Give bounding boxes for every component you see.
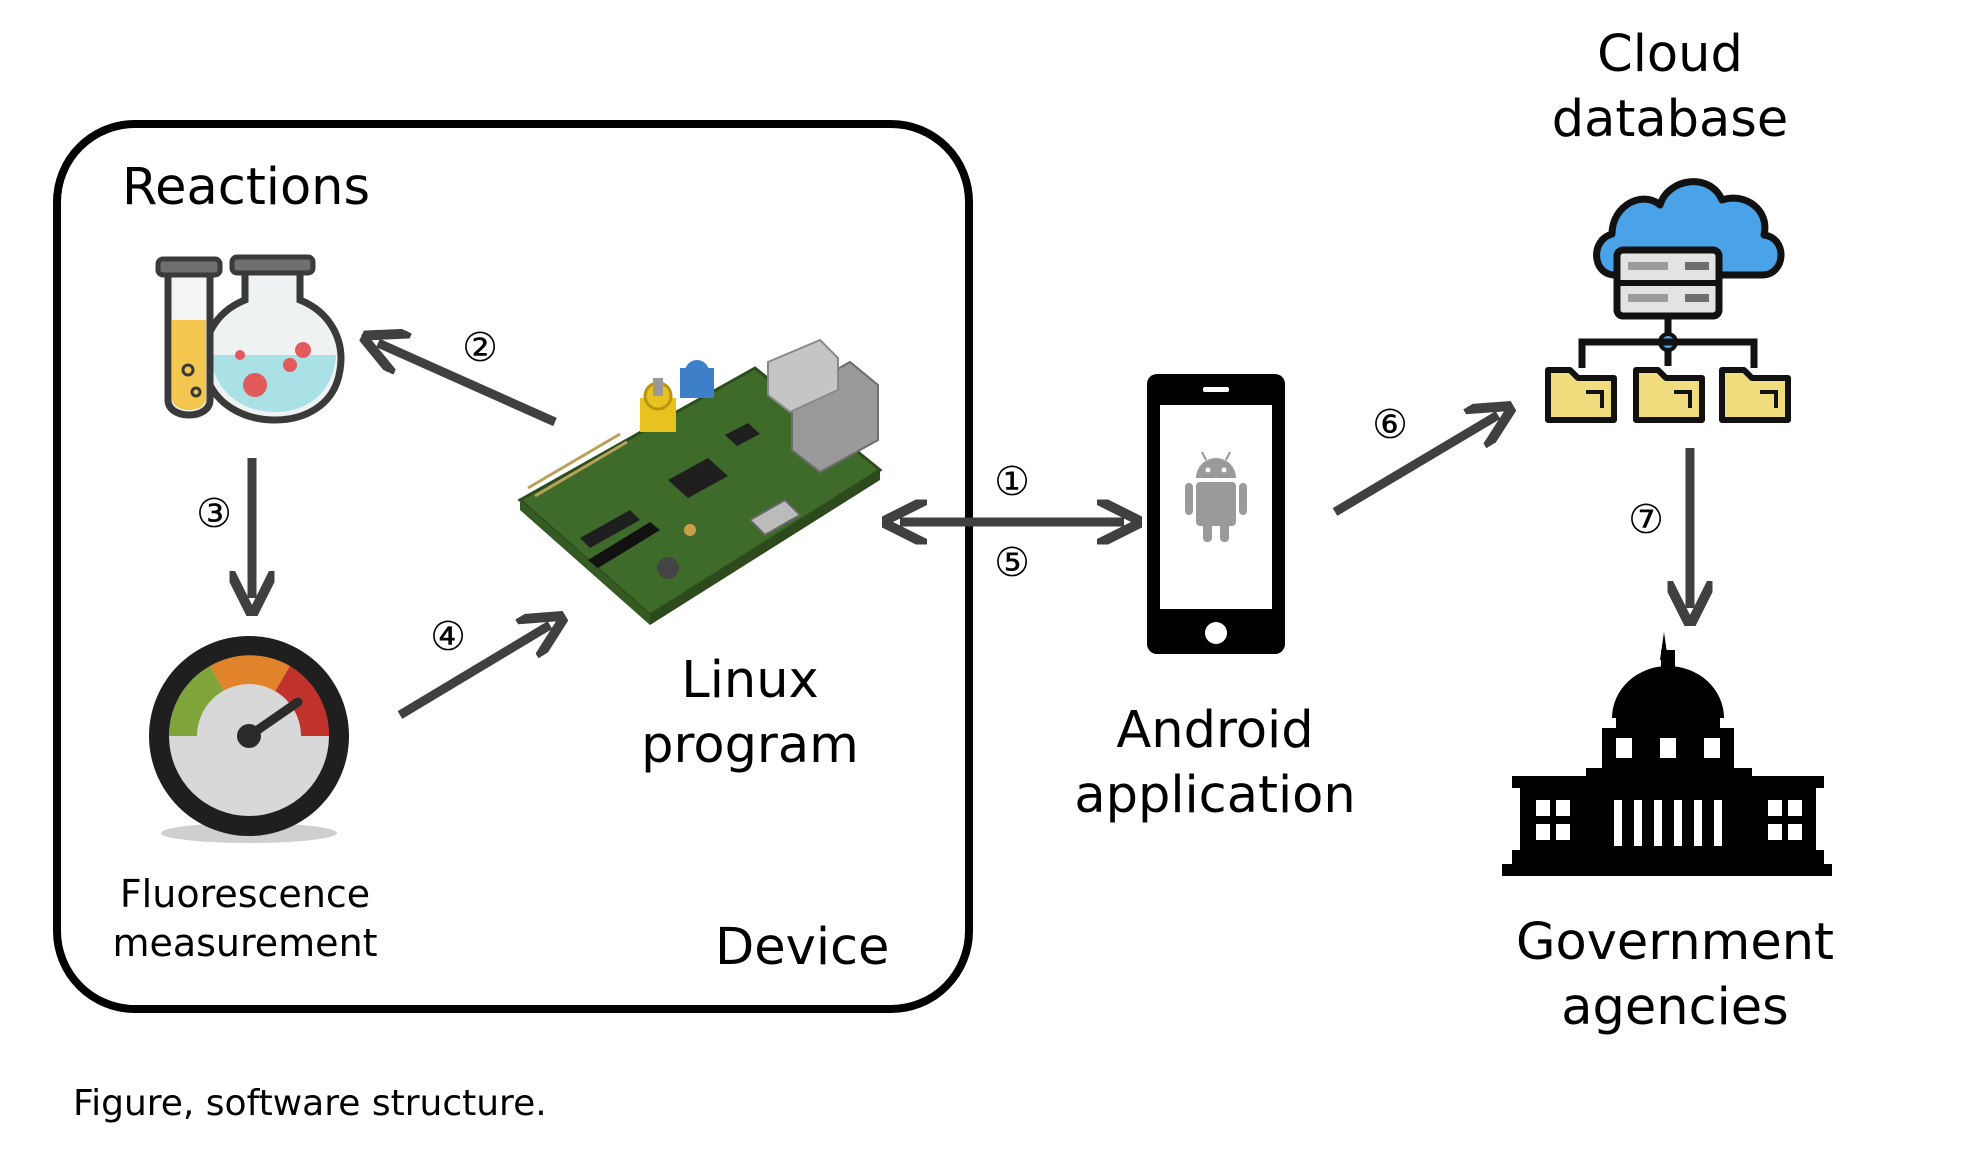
linux-label-line2: program xyxy=(641,716,859,776)
step-2-number: ② xyxy=(462,325,498,371)
cloud-database-icon xyxy=(1545,178,1791,423)
cloud-database-label: Cloud database xyxy=(1520,22,1820,153)
device-label: Device xyxy=(715,918,890,977)
cloud-label-line1: Cloud xyxy=(1597,25,1743,84)
government-label-line2: agencies xyxy=(1561,978,1789,1038)
android-application-label: Android application xyxy=(1060,698,1370,829)
arrow-step-6 xyxy=(1332,415,1498,516)
arrow-step-4 xyxy=(397,625,550,719)
gauge-icon xyxy=(149,636,349,843)
reactions-label: Reactions xyxy=(122,158,371,217)
step-3-number: ③ xyxy=(196,491,232,537)
cloud-label-line2: database xyxy=(1551,90,1789,150)
measurement-label-line2: measurement xyxy=(112,920,378,965)
government-building-icon xyxy=(1502,632,1832,876)
step-6-number: ⑥ xyxy=(1372,402,1408,448)
android-phone-icon xyxy=(1147,374,1285,654)
step-7-number: ⑦ xyxy=(1628,497,1664,543)
arrow-step-2 xyxy=(378,343,557,427)
government-agencies-label: Government agencies xyxy=(1505,910,1845,1041)
reaction-flask-icon xyxy=(155,254,345,424)
step-5-number: ⑤ xyxy=(994,540,1030,586)
android-label-line2: application xyxy=(1074,766,1356,826)
fluorescence-measurement-label: Fluorescence measurement xyxy=(95,870,395,967)
government-label-line1: Government xyxy=(1515,913,1835,972)
device-frame xyxy=(53,120,973,1013)
linux-program-label: Linux program xyxy=(600,648,900,779)
step-4-number: ④ xyxy=(430,614,466,660)
figure-caption: Figure, software structure. xyxy=(73,1083,547,1124)
circuit-board-icon xyxy=(517,338,883,625)
step-1-number: ① xyxy=(994,459,1030,505)
measurement-label-line1: Fluorescence xyxy=(119,872,371,916)
linux-label-line1: Linux xyxy=(681,651,819,710)
android-label-line1: Android xyxy=(1116,701,1314,760)
